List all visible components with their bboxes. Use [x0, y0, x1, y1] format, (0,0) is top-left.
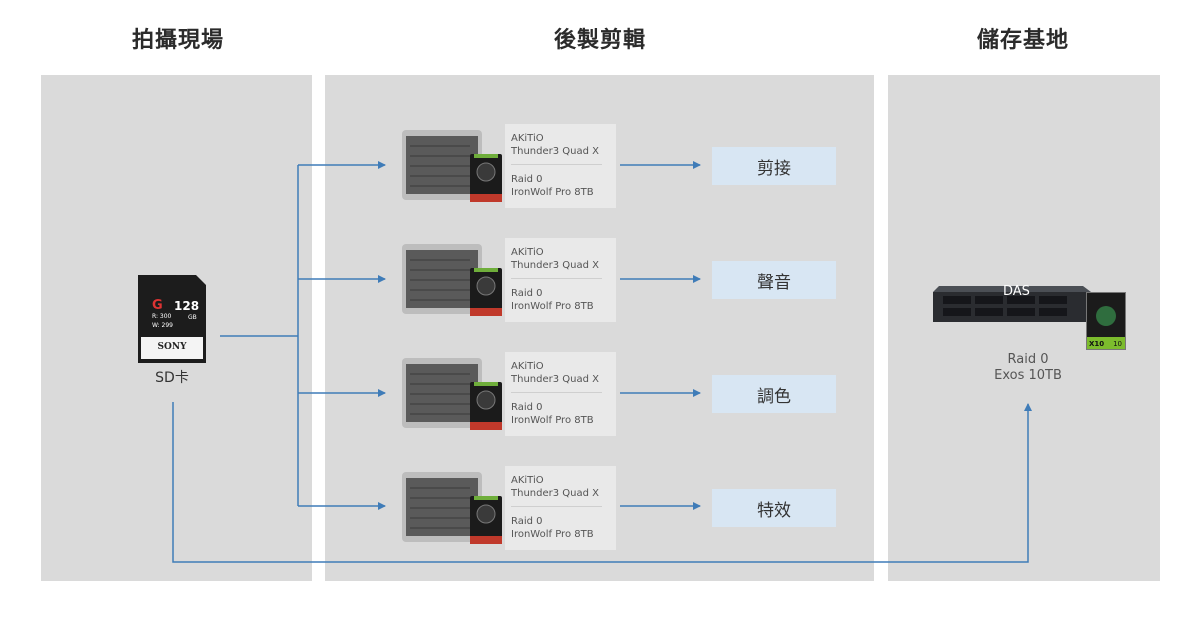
device-name: AKiTiO [511, 133, 544, 144]
device-model: Thunder3 Quad X [511, 374, 599, 385]
device-drive: IronWolf Pro 8TB [511, 187, 594, 198]
device-raid: Raid 0 [511, 516, 543, 527]
das-drive-label: Exos 10TB [994, 368, 1062, 383]
device-model: Thunder3 Quad X [511, 146, 599, 157]
device-model: Thunder3 Quad X [511, 488, 599, 499]
device-info-divider [511, 392, 602, 393]
exos-drive-size: 10 [1113, 340, 1122, 348]
das-unit: DAS [933, 278, 1093, 328]
device-info-card: AKiTiO Thunder3 Quad X Raid 0 IronWolf Pro … [505, 238, 616, 322]
task-box: 聲音 [712, 261, 836, 299]
device-model: Thunder3 Quad X [511, 260, 599, 271]
sd-card-capacity: 128 [174, 299, 200, 313]
sd-card: G 128 GB R: 300 W: 299 SONY [138, 275, 206, 363]
device-info-divider [511, 506, 602, 507]
column-title-editing: 後製剪輯 [553, 28, 646, 53]
device-info-divider [511, 164, 602, 165]
device-drive: IronWolf Pro 8TB [511, 529, 594, 540]
sd-card-write: W: 299 [152, 322, 173, 329]
column-title-storage: 儲存基地 [976, 28, 1069, 53]
storage-device: AKiTiO Thunder3 Quad X Raid 0 IronWolf Pro … [400, 124, 616, 208]
device-raid: Raid 0 [511, 402, 543, 413]
device-drive: IronWolf Pro 8TB [511, 415, 594, 426]
das-raid-label: Raid 0 [1007, 352, 1049, 367]
device-raid: Raid 0 [511, 288, 543, 299]
storage-device: AKiTiO Thunder3 Quad X Raid 0 IronWolf Pro … [400, 352, 616, 436]
column-title-shooting: 拍攝現場 [131, 28, 224, 53]
device-raid: Raid 0 [511, 174, 543, 185]
sd-to-das-line [172, 402, 1032, 563]
device-drive: IronWolf Pro 8TB [511, 301, 594, 312]
device-info-card: AKiTiO Thunder3 Quad X Raid 0 IronWolf Pro … [505, 124, 616, 208]
device-info-card: AKiTiO Thunder3 Quad X Raid 0 IronWolf Pro … [505, 466, 616, 550]
task-box: 調色 [712, 375, 836, 413]
device-info-card: AKiTiO Thunder3 Quad X Raid 0 IronWolf Pro … [505, 352, 616, 436]
storage-device: AKiTiO Thunder3 Quad X Raid 0 IronWolf Pro … [400, 466, 616, 550]
storage-device: AKiTiO Thunder3 Quad X Raid 0 IronWolf Pro … [400, 238, 616, 322]
device-name: AKiTiO [511, 361, 544, 372]
enclosure-image [402, 358, 502, 430]
device-info-divider [511, 278, 602, 279]
das-badge: DAS [1003, 284, 1030, 299]
sd-card-brand: SONY [157, 342, 187, 352]
device-name: AKiTiO [511, 475, 544, 486]
sd-card-unit: GB [188, 314, 197, 321]
enclosure-image [402, 472, 502, 544]
exos-drive-logo-icon [1096, 306, 1116, 326]
task-box: 特效 [712, 489, 836, 527]
exos-drive: X10 10 [1086, 292, 1126, 350]
task-box: 剪接 [712, 147, 836, 185]
enclosure-image [402, 130, 502, 202]
sd-card-read: R: 300 [152, 313, 172, 320]
exos-drive-badge: X10 [1089, 340, 1105, 348]
sd-card-label: SD卡 [155, 370, 189, 386]
exos-drive-stripe [1087, 337, 1125, 349]
enclosure-image [402, 244, 502, 316]
sd-card-g-mark: G [152, 298, 163, 313]
device-name: AKiTiO [511, 247, 544, 258]
